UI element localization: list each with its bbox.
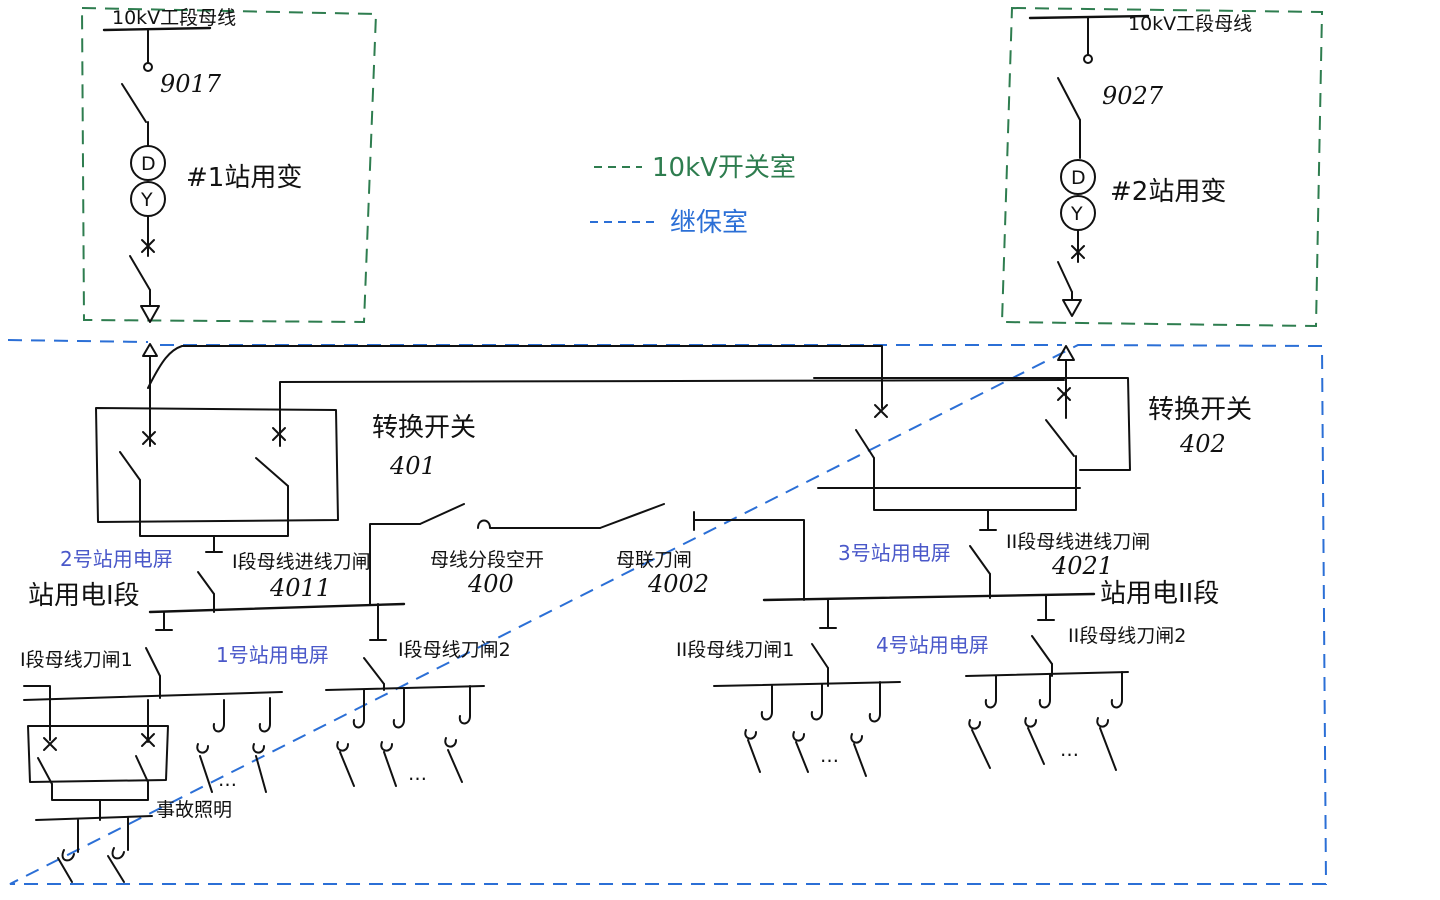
transfer-switch-401-number: 401 bbox=[389, 452, 436, 480]
sectionalizer-400-blade bbox=[419, 503, 465, 525]
legend-label-relay-room: 继保室 bbox=[670, 208, 748, 238]
transfer-switch-402-name: 转换开关 bbox=[1148, 395, 1252, 425]
section-1-label: 站用电I段 bbox=[28, 581, 140, 611]
panel-2-label: 2号站用电屏 bbox=[60, 547, 173, 571]
incoming-switch-4011-name: I段母线进线刀闸 bbox=[232, 551, 371, 573]
incoming-switch-4021-blade bbox=[969, 545, 991, 575]
section-1-feeders-ellipsis: … bbox=[408, 763, 427, 785]
transfer-switch-401-box bbox=[95, 407, 339, 523]
incoming-switch-4011-blade bbox=[197, 571, 215, 595]
emergency-lighting-bus-bar bbox=[35, 815, 153, 821]
right-switch-9027-blade bbox=[1057, 77, 1081, 121]
section-1-bus: 2号站用电屏 站用电I段 I段母线进线刀闸 4011 bbox=[28, 535, 406, 614]
incoming-switch-4011-number: 4011 bbox=[269, 574, 331, 602]
panel-1-label: 1号站用电屏 bbox=[216, 643, 329, 667]
incoming-switch-4021-number: 4021 bbox=[1051, 552, 1113, 580]
left-switch-9017-label: 9017 bbox=[160, 70, 222, 98]
panel-1-bus-bar bbox=[23, 691, 283, 701]
right-10kv-bus-bar bbox=[1028, 14, 1150, 20]
bus-1-disconnector-2-label: I段母线刀闸2 bbox=[398, 639, 511, 661]
section-2-disconnector-2-feeders: II段母线刀闸2 … bbox=[965, 595, 1186, 771]
left-transformer-wye-mark: Y bbox=[140, 189, 153, 211]
right-transformer-delta-winding bbox=[1060, 159, 1096, 195]
left-10kv-bus-label: 10kV工段母线 bbox=[112, 7, 236, 29]
bus-tie-4002-number: 4002 bbox=[647, 570, 709, 598]
right-10kv-bus-label: 10kV工段母线 bbox=[1128, 13, 1252, 35]
bus-2-disconnector-2-blade bbox=[1031, 635, 1053, 665]
section-1-disconnector-2-feeders: I段母线刀闸2 … bbox=[325, 603, 511, 787]
section-2-feeders-ellipsis-2: … bbox=[1060, 739, 1079, 761]
switchgear-room-boundary-left bbox=[80, 6, 378, 324]
transfer-switch-402-number: 402 bbox=[1179, 430, 1226, 458]
section-2-bus-bar bbox=[762, 592, 1096, 602]
transfer-switch-401-name: 转换开关 bbox=[372, 413, 476, 443]
right-transformer-delta-mark: D bbox=[1071, 167, 1086, 189]
transfer-switch-402-box bbox=[813, 377, 1131, 489]
section-2-bus: 3号站用电屏 II段母线进线刀闸 4021 站用电II段 bbox=[762, 509, 1219, 609]
bus-1-disconnector-1-label: I段母线刀闸1 bbox=[20, 649, 133, 671]
section-2-feeder-bus-bar-1 bbox=[713, 681, 901, 687]
bus-2-disconnector-1-label: II段母线刀闸1 bbox=[676, 639, 794, 661]
sectionalizer-400-name: 母线分段空开 bbox=[430, 549, 544, 571]
left-transformer-delta-mark: D bbox=[141, 153, 156, 175]
right-incoming-circuit: 10kV工段母线 9027 D Y #2站用变 bbox=[1028, 13, 1252, 361]
left-plug-out bbox=[140, 305, 160, 323]
bus-1-disconnector-1-blade bbox=[145, 647, 161, 677]
left-plug-in bbox=[142, 343, 158, 357]
section-2-disconnector-1-feeders: II段母线刀闸1 4号站用电屏 … bbox=[676, 599, 989, 777]
legend-label-switchgear-room: 10kV开关室 bbox=[652, 153, 796, 183]
bus-2-disconnector-2-label: II段母线刀闸2 bbox=[1068, 625, 1186, 647]
right-transformer-label: #2站用变 bbox=[1110, 177, 1226, 207]
panel-1-feeders: I段母线刀闸1 1号站用电屏 事故照明 … bbox=[20, 611, 329, 883]
panel-4-label: 4号站用电屏 bbox=[876, 633, 989, 657]
section-2-feeders-ellipsis-1: … bbox=[820, 745, 839, 767]
section-2-label: 站用电II段 bbox=[1100, 579, 1219, 609]
switchgear-room-boundary-right bbox=[1000, 6, 1324, 328]
section-1-bus-bar bbox=[148, 602, 406, 614]
panel-1-ellipsis: … bbox=[218, 769, 237, 791]
right-switch-9027-label: 9027 bbox=[1102, 82, 1164, 110]
left-transformer-delta-winding bbox=[130, 145, 166, 181]
legend: 10kV开关室 继保室 bbox=[590, 153, 796, 238]
right-plug-out bbox=[1062, 299, 1082, 317]
left-10kv-bus-bar bbox=[102, 26, 212, 32]
transfer-switch-402: 转换开关 402 bbox=[813, 377, 1252, 511]
left-incoming-circuit: 10kV工段母线 9017 D Y #1站用变 bbox=[102, 7, 302, 357]
left-switch-9017-blade bbox=[121, 83, 147, 123]
emergency-lighting-label: 事故照明 bbox=[156, 799, 232, 821]
transfer-switch-401: 转换开关 401 bbox=[95, 355, 476, 537]
left-transformer-label: #1站用变 bbox=[186, 163, 302, 193]
bus-2-disconnector-1-blade bbox=[811, 643, 829, 669]
panel-3-label: 3号站用电屏 bbox=[838, 541, 951, 565]
emergency-lighting-transfer-box bbox=[27, 725, 169, 783]
right-transformer-wye-mark: Y bbox=[1070, 203, 1083, 225]
incoming-switch-4021-name: II段母线进线刀闸 bbox=[1006, 531, 1150, 553]
sectionalizer-400-number: 400 bbox=[467, 570, 514, 598]
bus-coupling: 母线分段空开 400 母联刀闸 4002 bbox=[369, 503, 805, 605]
bus-1-disconnector-2-blade bbox=[363, 657, 385, 685]
bus-tie-4002-name: 母联刀闸 bbox=[616, 549, 692, 571]
bus-tie-4002-blade bbox=[599, 503, 665, 529]
section-2-feeder-bus-bar-2 bbox=[965, 671, 1129, 677]
